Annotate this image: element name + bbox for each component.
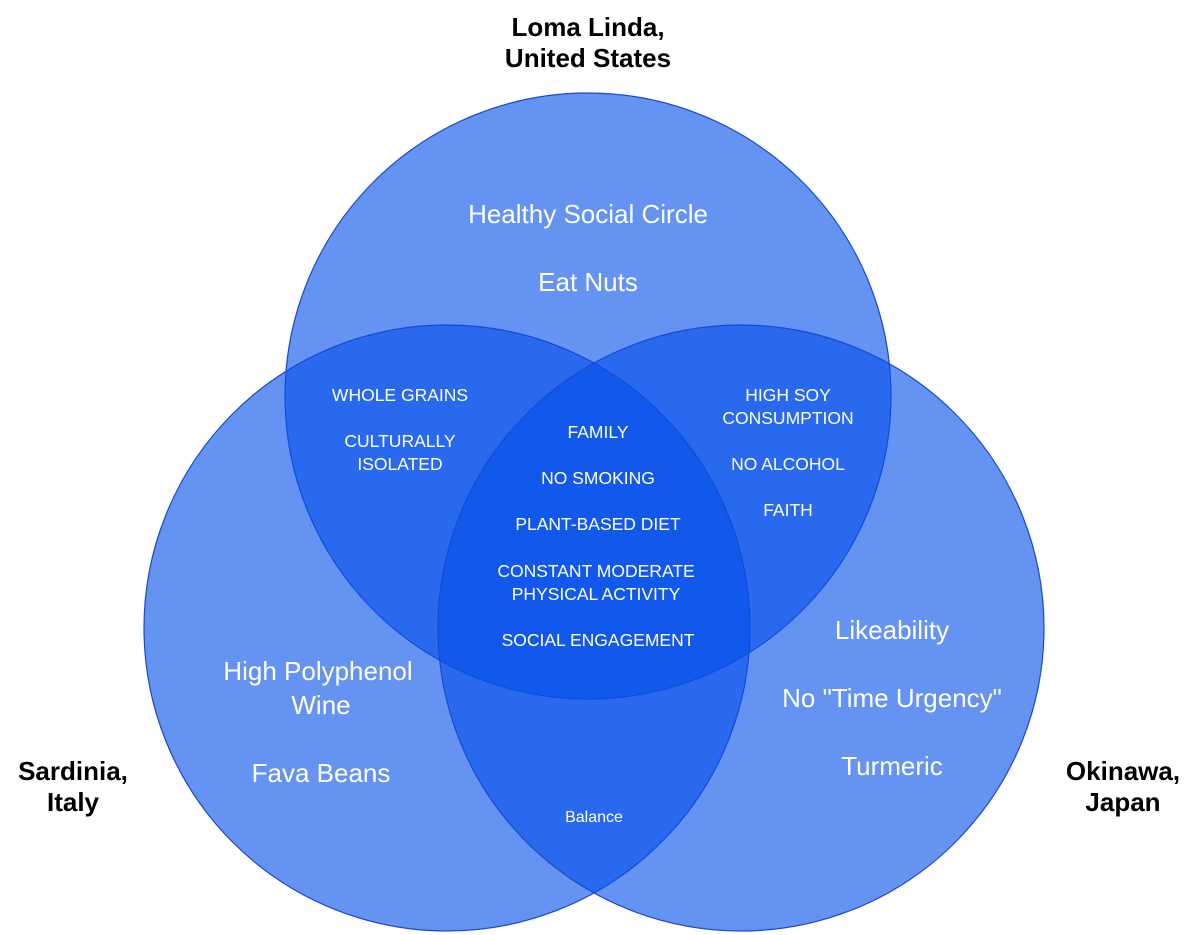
label-constant-moderate: CONSTANT MODERATE	[497, 561, 695, 581]
title-sardinia: Sardinia, Italy	[18, 756, 128, 818]
title-line: Italy	[46, 787, 100, 818]
label-high-polyphenol: High Polyphenol	[223, 656, 413, 686]
title-loma-linda: Loma Linda, United States	[505, 12, 671, 74]
label-no-smoking: NO SMOKING	[541, 468, 655, 488]
label-likeability: Likeability	[834, 615, 950, 645]
label-fava-beans: Fava Beans	[251, 758, 391, 788]
label-isolated: ISOLATED	[357, 454, 443, 474]
label-faith: FAITH	[763, 500, 813, 520]
title-line: Okinawa,	[1065, 756, 1181, 786]
label-family: FAMILY	[567, 422, 629, 442]
label-turmeric: Turmeric	[841, 751, 943, 781]
title-line: Loma Linda,	[511, 12, 665, 42]
title-line: United States	[504, 43, 672, 74]
title-line: Japan	[1085, 787, 1161, 818]
label-plant-based-diet: PLANT-BASED DIET	[515, 514, 681, 534]
title-line: Sardinia,	[18, 756, 128, 786]
label-wine: Wine	[291, 690, 351, 720]
label-consumption: CONSUMPTION	[722, 408, 854, 428]
circle-okinawa	[437, 324, 1045, 932]
label-high-soy: HIGH SOY	[745, 385, 831, 405]
label-whole-grains: WHOLE GRAINS	[331, 385, 469, 405]
label-balance: Balance	[565, 809, 623, 826]
label-no-time-urgency: No "Time Urgency"	[782, 683, 1002, 713]
label-culturally: CULTURALLY	[344, 431, 456, 451]
title-okinawa: Okinawa, Japan	[1066, 756, 1180, 818]
label-healthy-social-circle: Healthy Social Circle	[468, 199, 708, 229]
label-social-engagement: SOCIAL ENGAGEMENT	[501, 630, 695, 650]
label-eat-nuts: Eat Nuts	[538, 267, 638, 297]
label-no-alcohol: NO ALCOHOL	[731, 454, 845, 474]
label-physical-activity: PHYSICAL ACTIVITY	[511, 584, 681, 604]
